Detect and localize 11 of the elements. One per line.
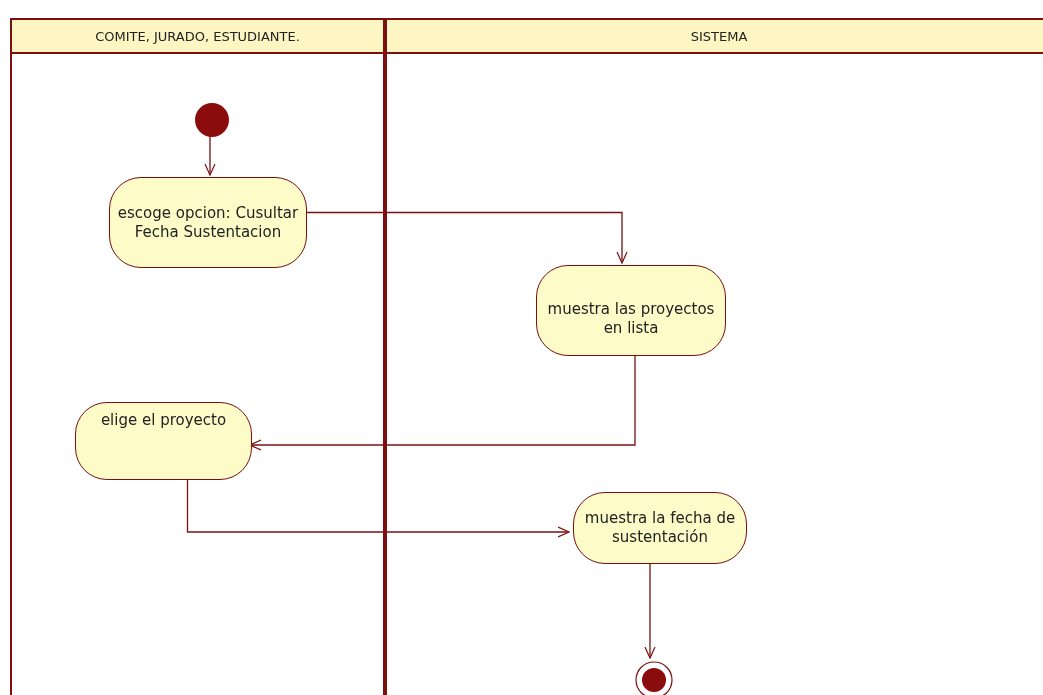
lane-header: SISTEMA: [387, 20, 1043, 54]
arrow: [204, 135, 216, 176]
activity-box: muestra las proyectos en lista: [536, 265, 726, 356]
swimlane: [383, 18, 1043, 695]
activity-box: escoge opcion: Cusultar Fecha Sustentacion: [109, 177, 307, 268]
swimlane: [10, 18, 385, 695]
lane-header: COMITE, JURADO, ESTUDIANTE.: [12, 20, 383, 54]
activity-box: muestra la fecha de sustentación: [573, 492, 747, 564]
final-node: [634, 660, 674, 695]
initial-node: [194, 102, 230, 138]
activity-box: elige el proyecto: [75, 402, 252, 480]
